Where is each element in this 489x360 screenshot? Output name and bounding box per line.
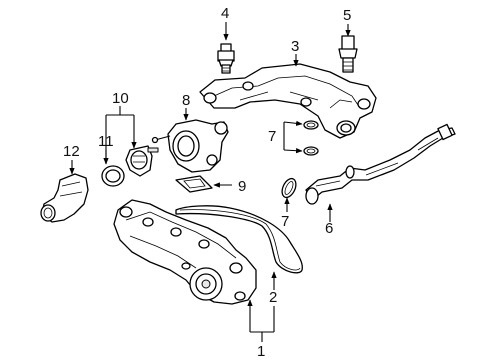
callout-2: 2 — [269, 289, 277, 306]
callout-5: 5 — [343, 7, 351, 24]
part-10-thermostat — [125, 145, 159, 177]
part-7-o-rings-upper — [303, 120, 319, 156]
callout-8: 8 — [182, 92, 190, 109]
part-5-sensor — [338, 35, 358, 73]
part-12-cover — [40, 173, 89, 223]
leader-lines — [69, 22, 351, 342]
callout-labels: 4 5 3 10 11 8 12 7 9 7 6 2 1 — [63, 5, 351, 360]
callout-3: 3 — [291, 38, 299, 55]
callout-4: 4 — [221, 5, 229, 22]
callout-12: 12 — [63, 143, 80, 160]
part-3-outlet-housing — [199, 63, 377, 139]
callout-6: 6 — [325, 220, 333, 237]
part-8-thermostat-housing — [151, 119, 229, 173]
part-7-o-ring-lower — [281, 177, 297, 199]
part-11-gasket-ring — [101, 165, 125, 187]
part-1-water-pump — [113, 199, 257, 305]
part-6-bypass-pipe — [305, 123, 456, 205]
callout-7-lower: 7 — [281, 213, 289, 230]
part-2-belt — [175, 205, 303, 274]
part-9-gasket — [175, 175, 213, 193]
part-4-sensor — [217, 43, 235, 74]
callout-9: 9 — [238, 178, 246, 195]
callout-11: 11 — [98, 133, 114, 150]
callout-7-upper: 7 — [268, 128, 276, 145]
callout-1: 1 — [257, 343, 265, 360]
callout-10: 10 — [112, 90, 129, 107]
